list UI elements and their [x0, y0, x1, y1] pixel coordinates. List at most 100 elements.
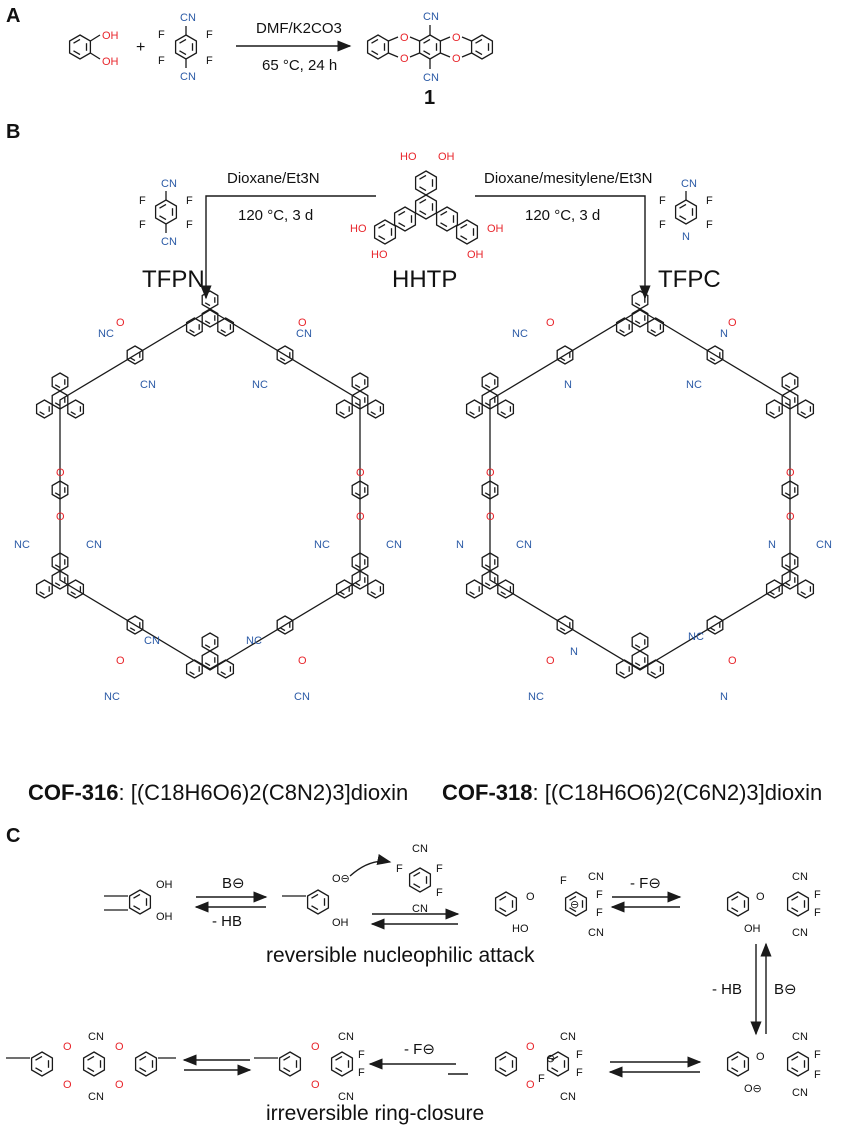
svg-text:CN: CN [560, 1031, 576, 1043]
svg-text:OH: OH [156, 879, 173, 891]
svg-text:F: F [576, 1049, 583, 1061]
reaction-arrow-right [475, 195, 651, 300]
equilibrium-arrow-cyclization [608, 1056, 702, 1078]
svg-text:N: N [570, 646, 578, 658]
svg-text:CN: CN [338, 1091, 354, 1103]
atom-o: O [400, 53, 409, 65]
reaction-arrow-fluoride-loss [368, 1058, 468, 1075]
left-conditions-temperature: 120 °C, 3 d [238, 207, 313, 224]
atom-f: F [706, 219, 713, 231]
svg-text:O: O [756, 1051, 765, 1063]
reversible-caption: reversible nucleophilic attack [266, 944, 535, 967]
svg-text:CN: CN [88, 1091, 104, 1103]
svg-text:CN: CN [816, 539, 832, 551]
svg-text:HO: HO [512, 923, 529, 935]
svg-text:F: F [358, 1067, 365, 1079]
atom-cn: CN [180, 71, 196, 83]
atom-oh: HO [371, 249, 388, 261]
conditions-temperature: 65 °C, 24 h [262, 57, 337, 74]
atom-oh: OH [102, 30, 119, 42]
base-label: B⊖ [222, 875, 245, 892]
svg-text:F: F [560, 875, 567, 887]
hhtp-molecule: HO OH HO OH HO OH [350, 151, 504, 261]
svg-text:CN: CN [412, 843, 428, 855]
svg-text:O: O [356, 467, 365, 479]
equilibrium-arrow-vertical [750, 942, 772, 1036]
atom-oh: OH [102, 56, 119, 68]
svg-text:F: F [814, 907, 821, 919]
svg-text:O: O [728, 655, 737, 667]
svg-text:F: F [358, 1049, 365, 1061]
svg-text:N: N [564, 379, 572, 391]
svg-text:O: O [546, 655, 555, 667]
atom-cn: CN [161, 236, 177, 248]
left-conditions-solvent: Dioxane/Et3N [227, 170, 320, 187]
minus-hb-label: - HB [212, 913, 242, 930]
atom-f: F [139, 195, 146, 207]
tfpn-label: TFPN [142, 266, 205, 293]
aryl-ether-intermediate: O OH CN CN F F [726, 871, 821, 939]
svg-text:O: O [526, 891, 535, 903]
minus-hb-label-vertical: - HB [712, 981, 742, 998]
equilibrium-arrow-attack [370, 908, 460, 930]
svg-text:NC: NC [686, 379, 702, 391]
svg-text:CN: CN [296, 328, 312, 340]
svg-text:N: N [456, 539, 464, 551]
cof-316-name: COF-316 [28, 780, 118, 805]
svg-text:O: O [63, 1041, 72, 1053]
svg-text:CN: CN [792, 871, 808, 883]
svg-text:O: O [311, 1079, 320, 1091]
equilibrium-arrow-final [182, 1054, 252, 1076]
atom-f: F [186, 219, 193, 231]
svg-text:CN: CN [792, 927, 808, 939]
cof-318-caption: COF-318: [(C18H6O6)2(C6N2)3]dioxin [442, 780, 822, 805]
atom-f: F [206, 29, 213, 41]
base-label-vertical: B⊖ [774, 981, 797, 998]
svg-text:N: N [768, 539, 776, 551]
svg-text:O: O [115, 1041, 124, 1053]
cof-318-name: COF-318 [442, 780, 532, 805]
svg-text:CN: CN [294, 691, 310, 703]
svg-text:NC: NC [688, 631, 704, 643]
svg-text:F: F [596, 889, 603, 901]
minus-f-label: - F⊖ [630, 875, 661, 892]
reaction-arrow-left [200, 195, 376, 300]
svg-text:O: O [311, 1041, 320, 1053]
svg-text:O: O [728, 317, 737, 329]
atom-f: F [186, 195, 193, 207]
svg-text:NC: NC [14, 539, 30, 551]
atom-f: F [659, 195, 666, 207]
svg-text:⊖: ⊖ [546, 1053, 555, 1065]
svg-text:CN: CN [140, 379, 156, 391]
right-conditions-temperature: 120 °C, 3 d [525, 207, 600, 224]
tfpc-molecule: CN F F F F N [659, 178, 713, 243]
svg-text:O: O [116, 655, 125, 667]
minus-f-label-row2: - F⊖ [404, 1041, 435, 1058]
catechol-substrate: OH OH [104, 879, 173, 923]
svg-text:N: N [720, 328, 728, 340]
hhtp-label: HHTP [392, 266, 457, 293]
atom-oh: HO [350, 223, 367, 235]
atom-f: F [139, 219, 146, 231]
monosubstituted-dioxin: O O CN CN F F [254, 1031, 365, 1103]
svg-text:NC: NC [512, 328, 528, 340]
svg-text:O: O [56, 467, 65, 479]
svg-text:CN: CN [588, 927, 604, 939]
svg-text:CN: CN [516, 539, 532, 551]
svg-text:CN: CN [338, 1031, 354, 1043]
svg-text:N: N [720, 691, 728, 703]
svg-text:F: F [596, 907, 603, 919]
atom-o: O [452, 53, 461, 65]
dioxin-linker: N CN [456, 480, 532, 551]
atom-n: N [682, 231, 690, 243]
cof-318-formula: : [(C18H6O6)2(C6N2)3]dioxin [532, 780, 822, 805]
tfpn-molecule-b: CN CN F F F F [139, 178, 193, 248]
svg-text:F: F [436, 887, 443, 899]
svg-text:O: O [526, 1079, 535, 1091]
svg-text:F: F [436, 863, 443, 875]
atom-o: O [452, 32, 461, 44]
